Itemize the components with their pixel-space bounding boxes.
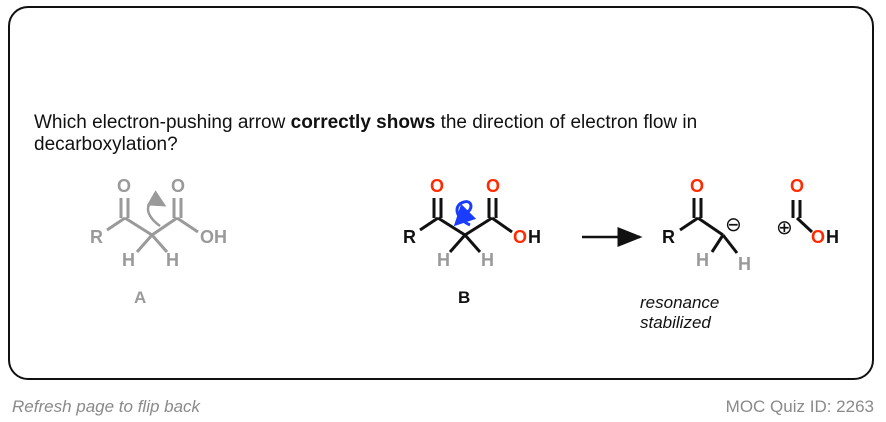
molecule-a-oxygen-2: O [171, 176, 185, 196]
product-cation-oxygen-2: O [811, 227, 825, 247]
molecule-a-hydroxyl: OH [200, 227, 227, 247]
molecule-b-hydrogen-2: H [481, 250, 494, 270]
molecule-a-hydrogen-2: H [166, 250, 179, 270]
resonance-note-line-1: resonance [640, 293, 719, 312]
molecule-a-label[interactable]: A [134, 288, 146, 307]
refresh-instruction: Refresh page to flip back [12, 397, 201, 416]
quiz-id: MOC Quiz ID: 2263 [725, 397, 874, 416]
product-enolate-r-group: R [662, 227, 675, 247]
product-enolate-hydrogen-1: H [696, 250, 709, 270]
question-text: Which electron-pushing arrow correctly s… [34, 112, 834, 156]
product-cation-oxygen-1: O [790, 176, 804, 196]
molecule-b-label[interactable]: B [458, 288, 470, 307]
product-enolate [679, 198, 739, 254]
resonance-note-line-2: stabilized [640, 313, 711, 332]
question-text-start: Which electron-pushing arrow [34, 112, 291, 133]
question-text-bold: correctly shows [290, 112, 436, 133]
negative-charge-icon: ⊖ [725, 212, 742, 236]
molecule-a-r-group: R [90, 227, 103, 247]
question-text-end: the direction of electron flow in decarb… [34, 112, 698, 155]
product-enolate-oxygen: O [690, 176, 704, 196]
molecule-a[interactable] [106, 190, 199, 253]
molecule-b-oxygen-3: O [513, 227, 527, 247]
molecule-b-r-group: R [403, 227, 416, 247]
electron-pushing-arrow [453, 200, 477, 227]
molecule-b-oxygen-2: O [486, 176, 500, 196]
product-cation [791, 200, 814, 234]
product-enolate-hydrogen-2: H [738, 254, 751, 274]
molecule-b-hydroxyl-hydrogen: H [528, 227, 541, 247]
positive-charge-icon: ⊕ [776, 215, 793, 239]
molecule-b-oxygen-1: O [430, 176, 444, 196]
molecule-b[interactable] [419, 198, 513, 253]
molecule-b-hydrogen-1: H [437, 250, 450, 270]
product-cation-hydrogen: H [826, 227, 839, 247]
molecule-a-oxygen-1: O [117, 176, 131, 196]
molecule-a-hydrogen-1: H [122, 250, 135, 270]
